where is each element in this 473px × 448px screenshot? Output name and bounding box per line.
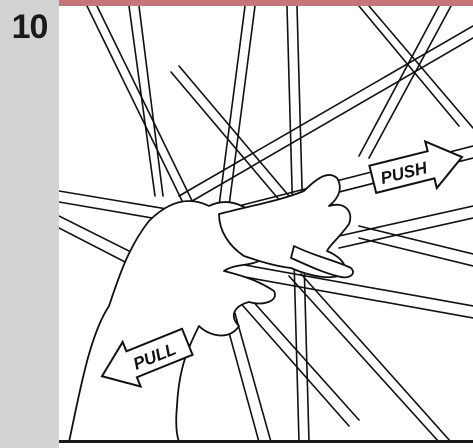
- hands: [69, 175, 353, 442]
- illustration-svg: PUSH PULL: [59, 6, 473, 442]
- spoke: [171, 66, 289, 202]
- spoke: [339, 206, 473, 248]
- spoke: [359, 6, 473, 128]
- push-arrow: PUSH: [367, 134, 468, 203]
- step-panel: 10: [0, 0, 59, 448]
- bottom-rule: [59, 440, 473, 443]
- spoke: [219, 6, 255, 206]
- step-number: 10: [0, 8, 59, 47]
- spoke: [359, 6, 451, 158]
- spoke-illustration: PUSH PULL: [59, 6, 473, 442]
- spoke: [359, 226, 473, 266]
